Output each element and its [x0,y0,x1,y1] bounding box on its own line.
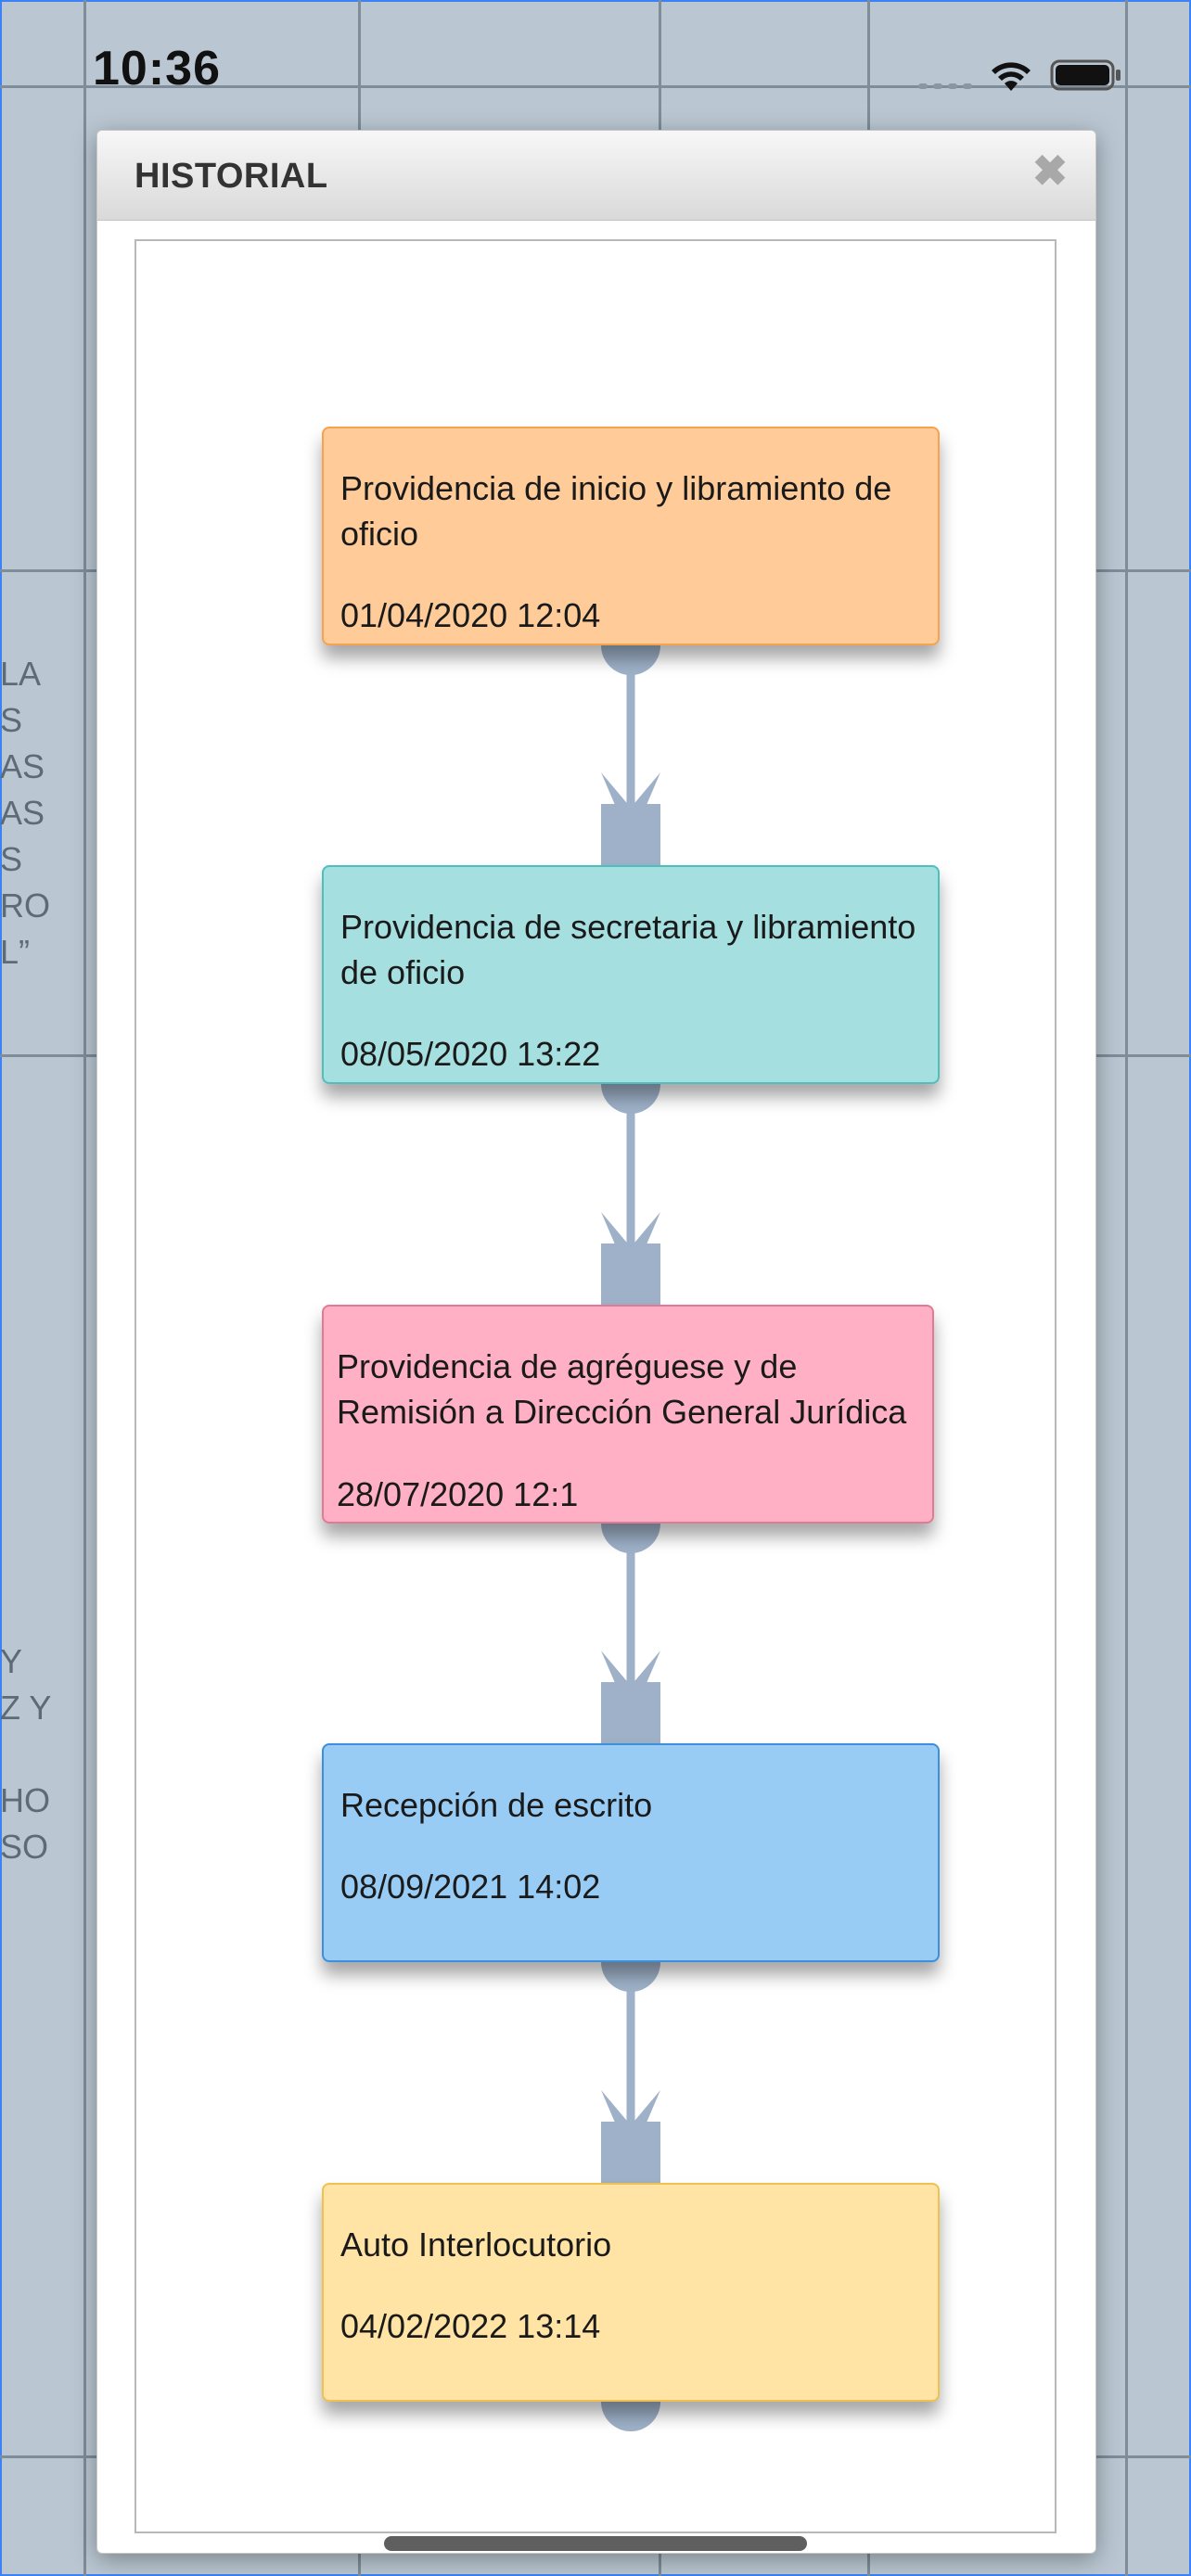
node-date: 08/05/2020 13:22 [340,1035,601,1073]
node-title: Auto Interlocutorio [340,2225,612,2264]
battery-icon [1050,59,1121,91]
status-icons [918,52,1122,98]
home-indicator[interactable] [384,2536,807,2551]
history-timeline: Providencia de inicio y libramiento de o… [134,239,1057,2533]
modal-header: HISTORIAL ✖ [97,131,1095,221]
timeline-node[interactable]: Recepción de escrito 08/09/2021 14:02 [322,1743,940,1962]
node-date: 04/02/2022 13:14 [340,2307,601,2345]
connector-target-port [601,2122,660,2183]
background-grid-line [83,0,86,2576]
timeline-node[interactable]: Providencia de secretaria y libramiento … [322,865,940,1084]
node-title: Providencia de agréguese y de Remisión a… [337,1347,907,1431]
node-title: Providencia de secretaria y libramiento … [340,908,916,991]
signal-icon [918,61,972,89]
background-text: LA S AS AS S RO L” [0,655,50,971]
connector-target-port [601,1243,660,1305]
node-date: 01/04/2020 12:04 [340,596,601,634]
node-title: Providencia de inicio y libramiento de o… [340,469,892,553]
node-date: 28/07/2020 12:1 [337,1475,579,1513]
modal-title: HISTORIAL [134,157,328,196]
wifi-icon [992,62,1031,91]
background-grid-line [0,85,1191,88]
status-time: 10:36 [93,42,221,96]
connector-arrowhead [601,1651,660,1690]
node-date: 08/09/2021 14:02 [340,1868,601,1906]
timeline-node[interactable]: Providencia de agréguese y de Remisión a… [322,1305,934,1524]
close-icon[interactable]: ✖ [1031,147,1069,195]
background-grid-line [1125,0,1128,2576]
timeline-node[interactable]: Auto Interlocutorio 04/02/2022 13:14 [322,2183,940,2402]
connector-target-port [601,1682,660,1743]
connector-target-port [601,804,660,865]
background-text: Y Z Y HO SO [0,1642,52,1866]
node-title: Recepción de escrito [340,1786,653,1824]
timeline-node[interactable]: Providencia de inicio y libramiento de o… [322,427,940,645]
connector-arrowhead [601,772,660,811]
connector-arrowhead [601,2090,660,2129]
connector-arrowhead [601,1212,660,1251]
history-modal: HISTORIAL ✖ Providencia de inicio y libr… [96,130,1096,2554]
